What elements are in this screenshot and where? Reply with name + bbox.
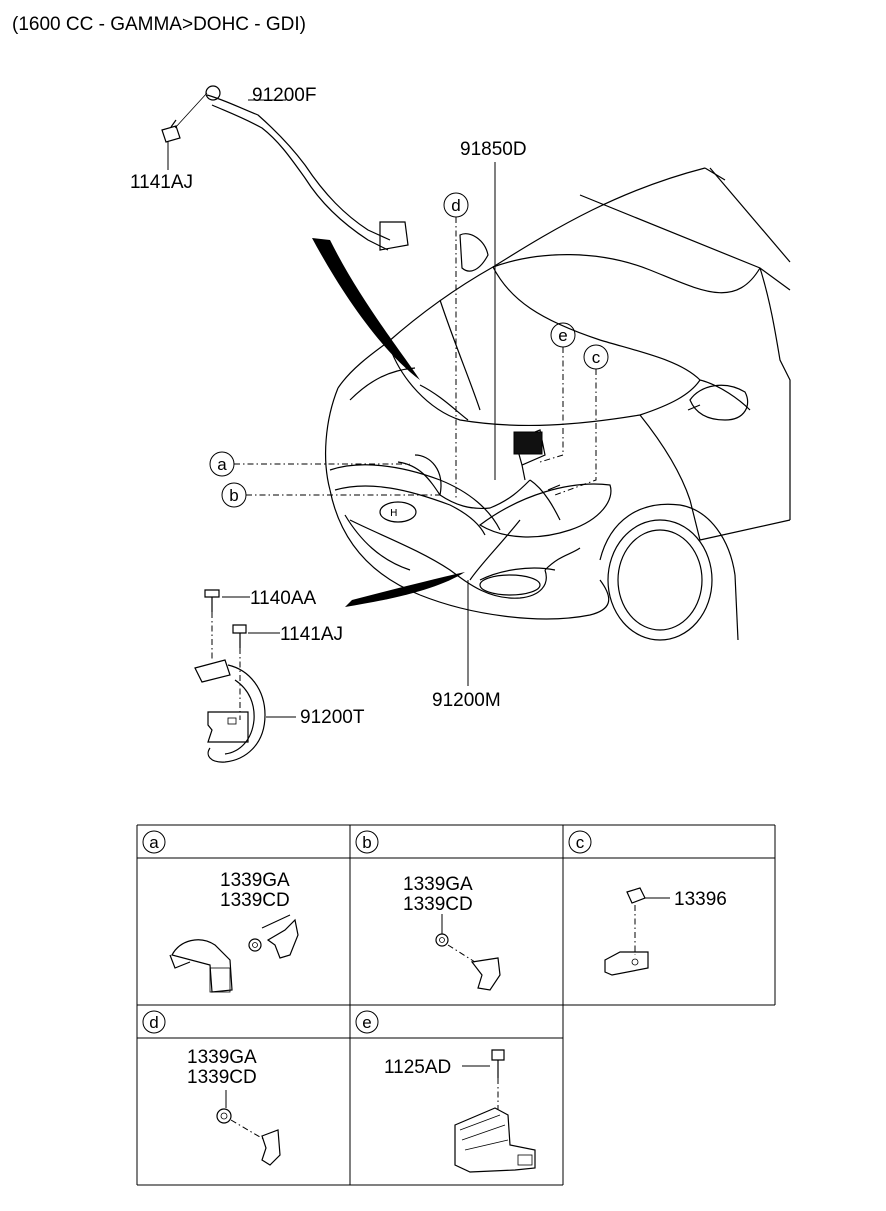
svg-text:b: b	[229, 486, 238, 505]
detail-a-part-2: 1339CD	[220, 890, 290, 911]
detail-c-part-1: 13396	[674, 889, 727, 910]
label-91850D: 91850D	[460, 139, 527, 160]
svg-text:c: c	[576, 833, 585, 852]
detail-e-part-1: 1125AD	[384, 1057, 451, 1078]
detail-b-part-1: 1339GA	[403, 874, 473, 895]
detail-cell-d: d 1339GA 1339CD	[142, 1010, 281, 1166]
label-91200F: 91200F	[252, 85, 316, 106]
svg-text:b: b	[362, 833, 371, 852]
detail-b-part-2: 1339CD	[403, 894, 473, 915]
harness-route-stroke-upper	[312, 238, 420, 380]
svg-text:d: d	[451, 196, 460, 215]
svg-text:d: d	[149, 1013, 158, 1032]
battery-cable-positive	[161, 85, 409, 251]
svg-text:a: a	[217, 455, 227, 474]
callout-c: c	[554, 344, 609, 496]
label-91200T: 91200T	[300, 707, 365, 728]
callout-b: b	[221, 482, 440, 508]
car-body-drawing: H	[324, 167, 791, 641]
engine-spec-title: (1600 CC - GAMMA>DOHC - GDI)	[12, 14, 306, 35]
detail-a-part-1: 1339GA	[220, 870, 290, 891]
callout-d: d	[443, 192, 469, 500]
callout-e: e	[539, 322, 576, 463]
svg-text:H: H	[390, 508, 398, 519]
label-1140AA: 1140AA	[250, 588, 317, 609]
svg-text:e: e	[362, 1013, 371, 1032]
detail-d-part-1: 1339GA	[187, 1047, 257, 1068]
svg-text:c: c	[592, 348, 601, 367]
detail-cell-e: e 1125AD	[355, 1010, 536, 1173]
label-91200M: 91200M	[432, 690, 501, 711]
svg-text:e: e	[558, 326, 567, 345]
bolt-1140AA	[204, 589, 220, 660]
detail-table	[136, 824, 776, 1186]
harness-route-stroke-lower	[345, 572, 465, 607]
label-1141AJ-top: 1141AJ	[130, 172, 193, 193]
detail-cell-b: b 1339GA 1339CD	[355, 830, 501, 991]
callout-a: a	[209, 451, 410, 477]
detail-d-part-2: 1339CD	[187, 1067, 257, 1088]
svg-text:a: a	[149, 833, 159, 852]
detail-cell-c: c 13396	[568, 830, 727, 976]
detail-cell-a: a 1339GA 1339CD	[142, 830, 299, 993]
wiring-harness-drawing	[349, 384, 581, 599]
battery-cable-negative	[194, 659, 266, 763]
label-1141AJ-lower: 1141AJ	[280, 624, 343, 645]
